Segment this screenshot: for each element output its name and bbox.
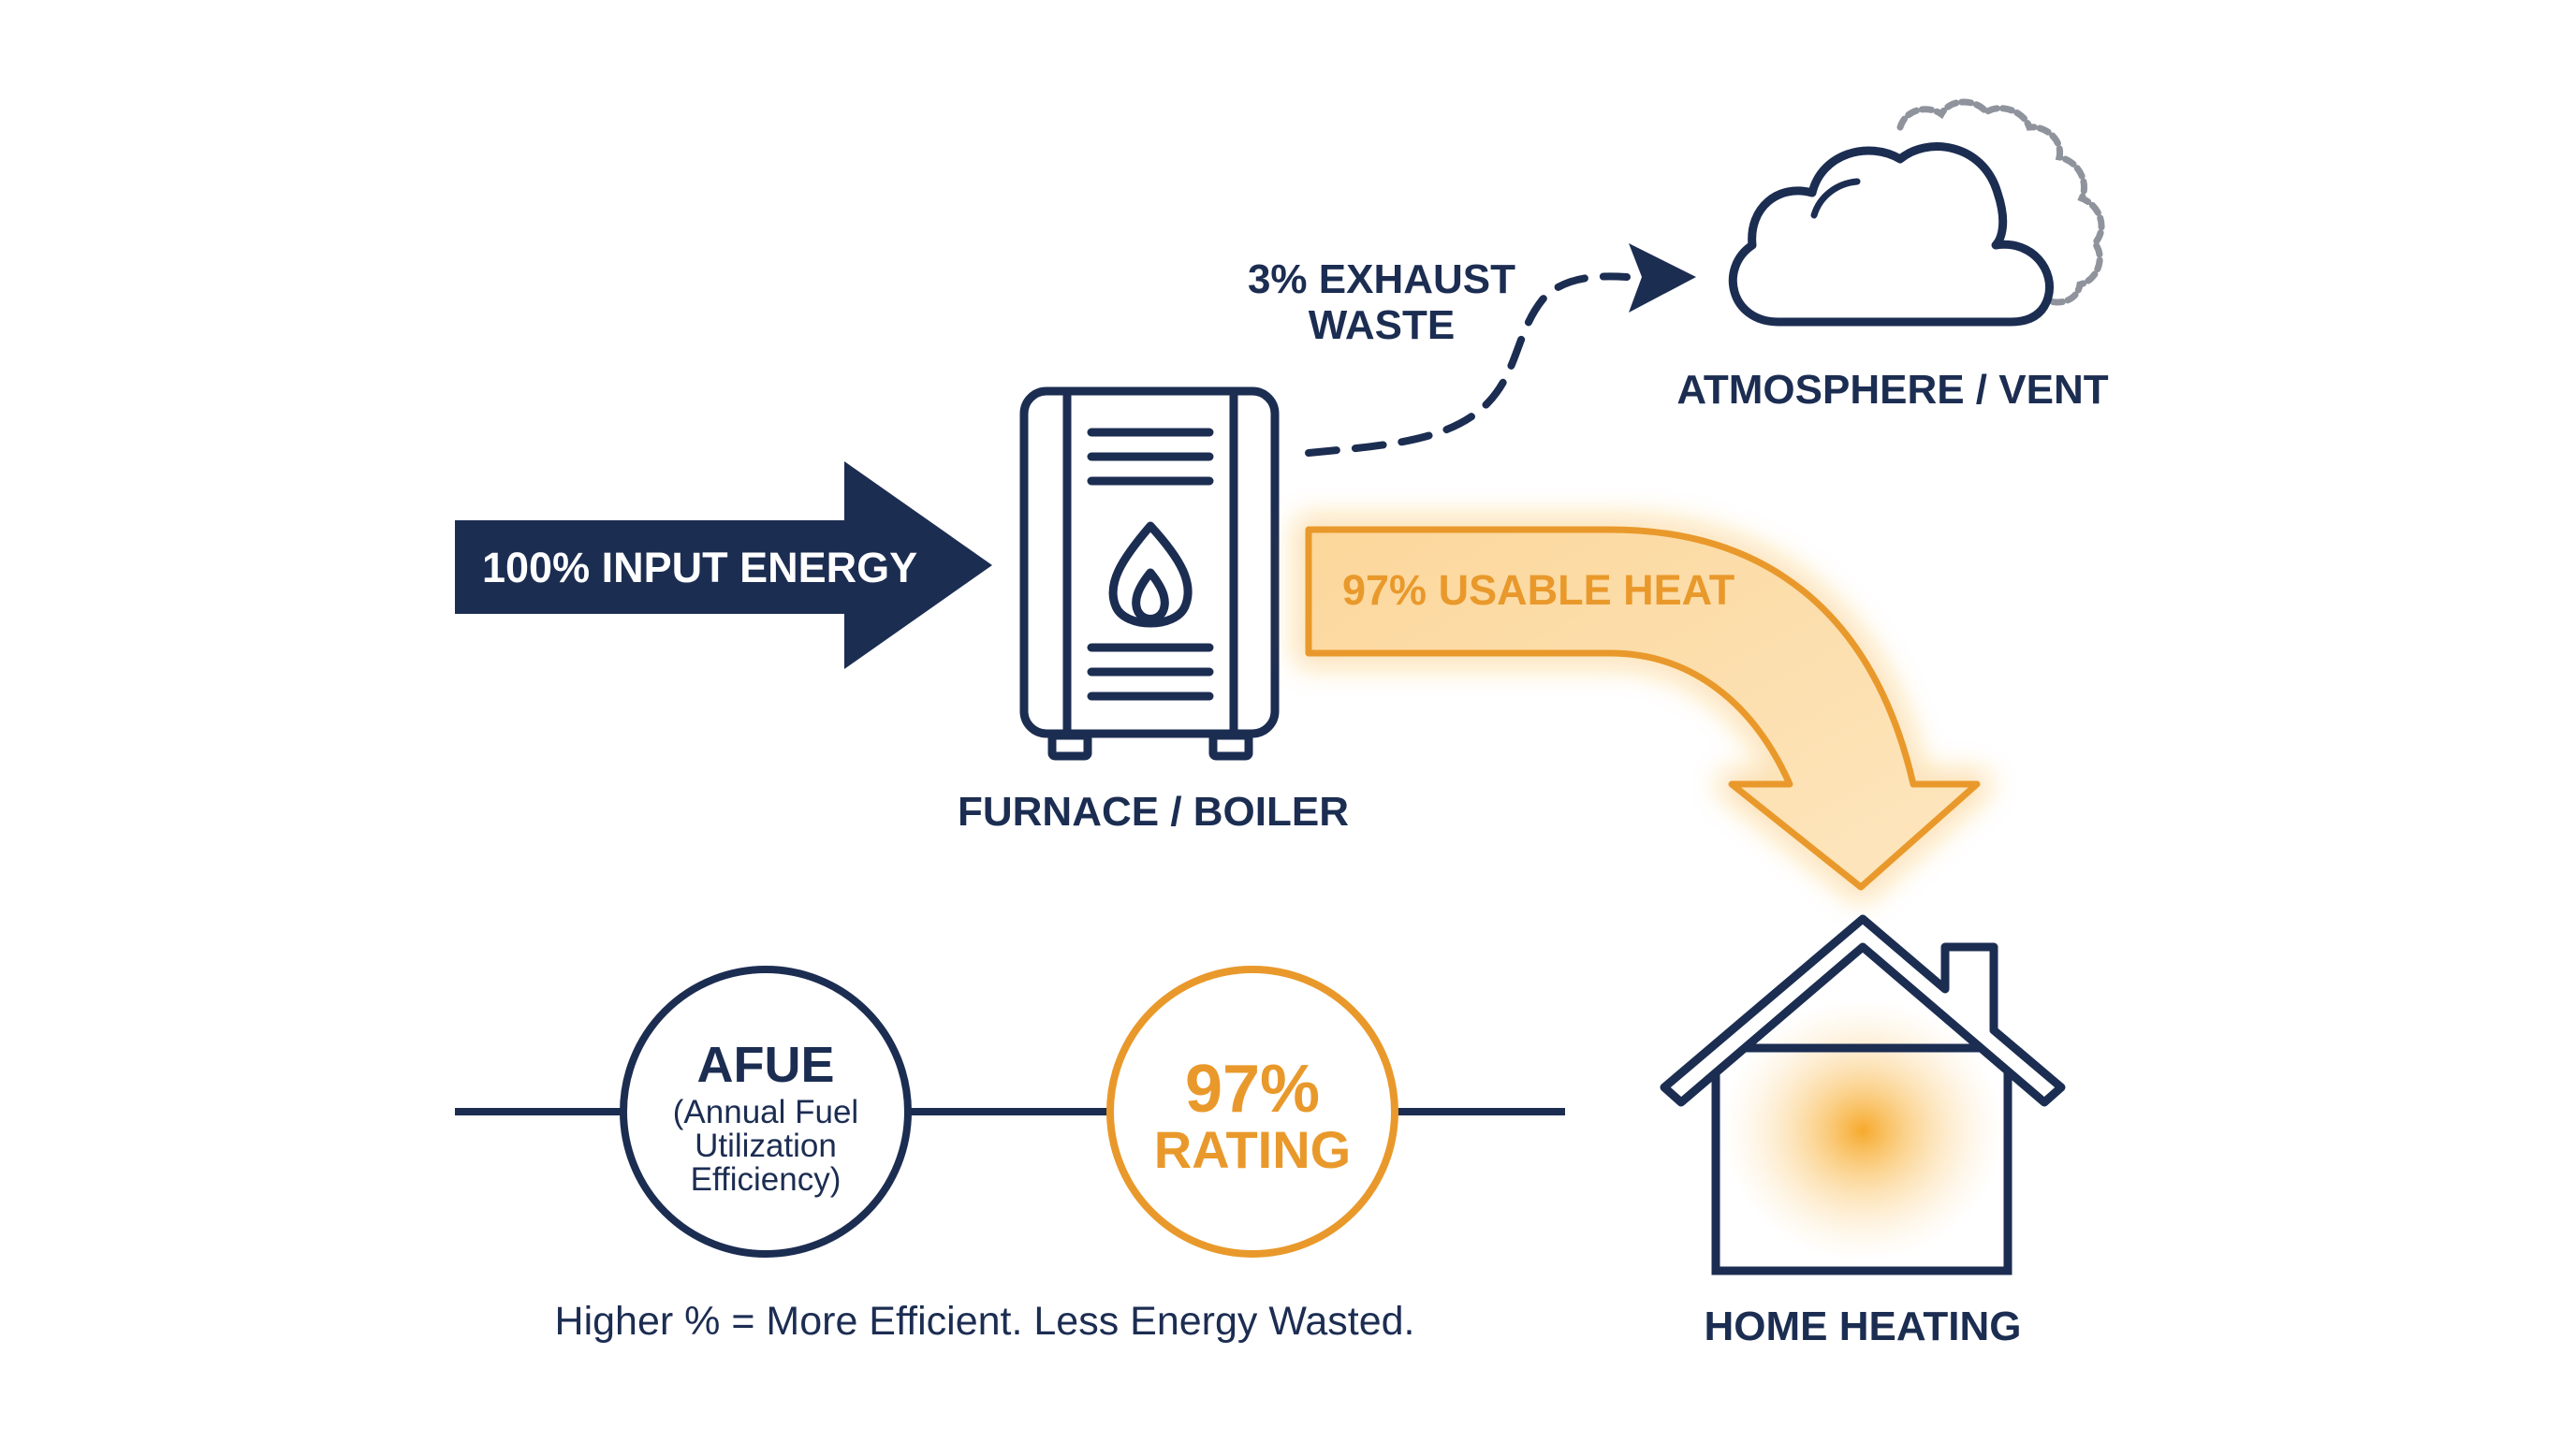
furnace-icon [1019, 386, 1280, 761]
flame-icon [1108, 521, 1193, 628]
input-energy-arrow: 100% INPUT ENERGY [455, 461, 992, 669]
afue-badge: AFUE (Annual Fuel Utilization Efficiency… [620, 966, 912, 1258]
exhaust-label-line1: 3% EXHAUST [1248, 256, 1515, 302]
furnace-label: FURNACE / BOILER [958, 789, 1349, 835]
heat-glow [1722, 999, 2003, 1261]
afue-line3: Efficiency) [691, 1161, 842, 1198]
atmosphere-label: ATMOSPHERE / VENT [1676, 367, 2108, 413]
afue-title: AFUE [697, 1037, 835, 1093]
usable-heat-label: 97% USABLE HEAT [1342, 566, 1734, 614]
input-energy-label: 100% INPUT ENERGY [482, 544, 917, 591]
exhaust-label-line2: WASTE [1309, 302, 1455, 348]
rating-label: RATING [1154, 1120, 1352, 1179]
exhaust-arrow [1305, 243, 1696, 457]
usable-heat-arrow: 97% USABLE HEAT [1295, 516, 1991, 901]
footer-note: Higher % = More Efficient. Less Energy W… [555, 1299, 1415, 1344]
rating-badge: 97% RATING [1106, 966, 1398, 1258]
rating-value: 97% [1185, 1052, 1320, 1127]
cloud-icon [1728, 98, 2105, 327]
home-heating-label: HOME HEATING [1705, 1304, 2022, 1349]
afue-line1: (Annual Fuel [673, 1094, 858, 1130]
house-icon [1660, 914, 2066, 1275]
smoke-icon [1896, 98, 2105, 306]
afue-line2: Utilization [695, 1128, 837, 1164]
